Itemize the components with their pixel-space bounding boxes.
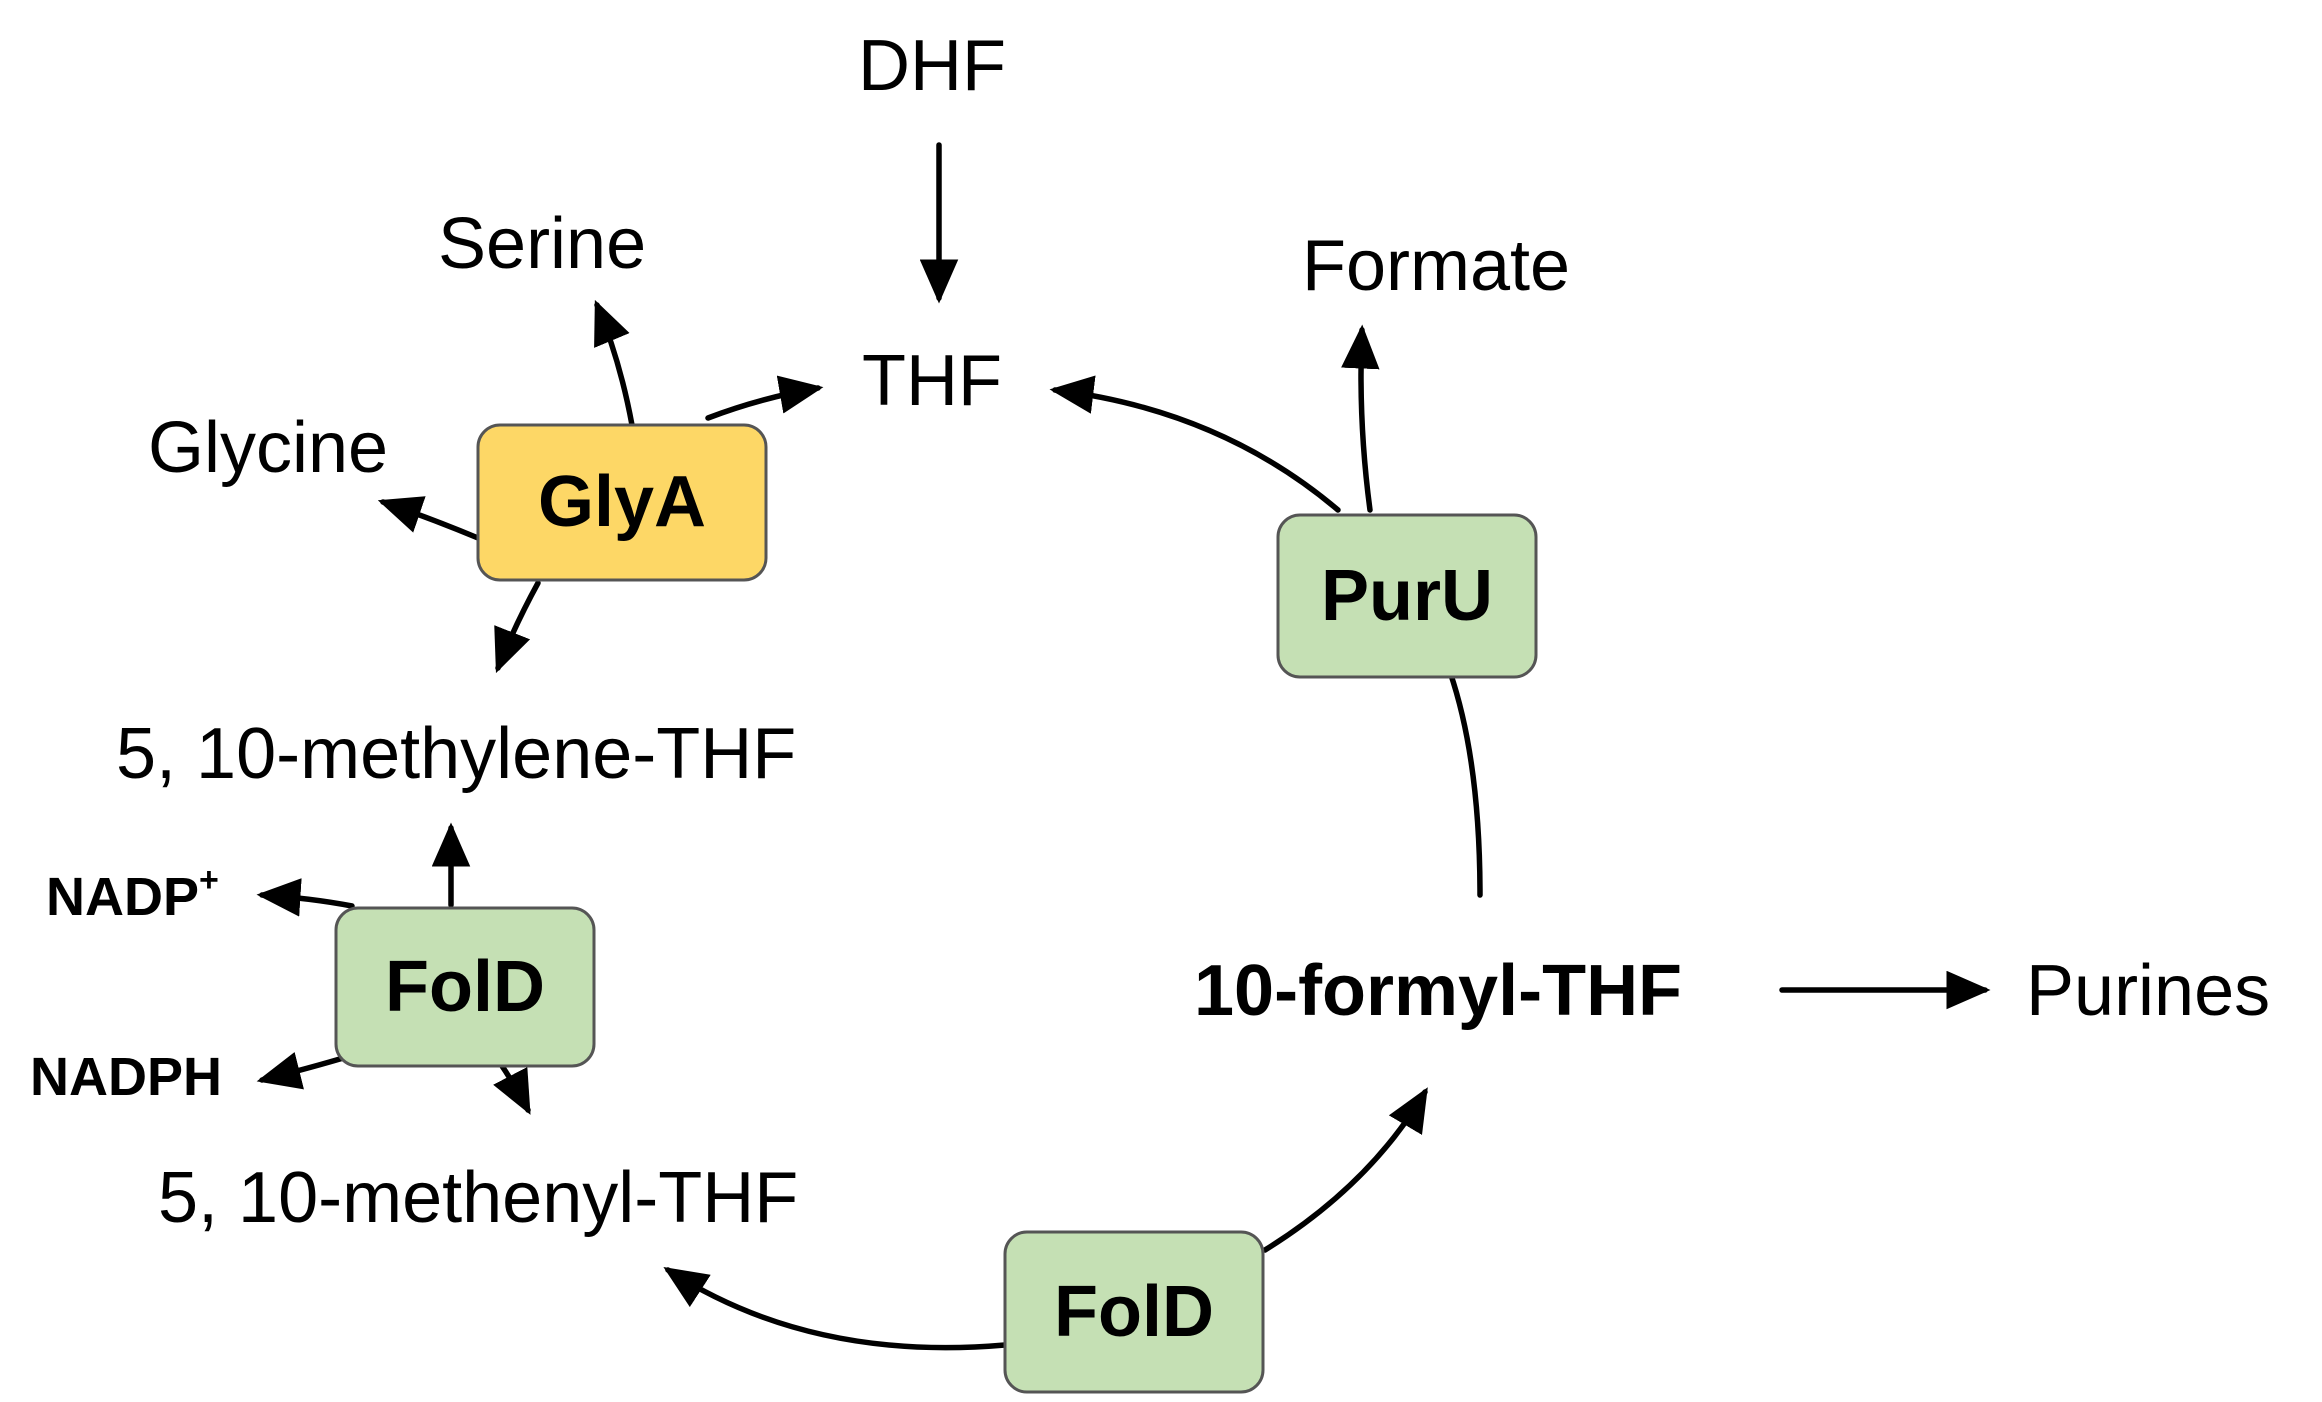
metabolite-glycine: Glycine bbox=[148, 408, 388, 488]
cofactor-nadph: NADPH bbox=[30, 1047, 222, 1107]
enzyme-fold-bottom: FolD bbox=[1003, 1230, 1265, 1394]
enzyme-fold-bottom-label: FolD bbox=[1054, 1272, 1214, 1352]
enzyme-fold-bottom-box bbox=[1003, 1230, 1265, 1394]
arrow-glya-to-glycine bbox=[377, 496, 481, 541]
cofactors: NADP+ NADPH bbox=[30, 861, 222, 1107]
metabolite-purines: Purines bbox=[2026, 951, 2270, 1031]
enzyme-glya-box bbox=[476, 423, 768, 582]
cofactor-nadp-plus: NADP+ bbox=[46, 861, 219, 927]
enzyme-glya-label: GlyA bbox=[538, 462, 706, 542]
enzyme-fold-top-box bbox=[334, 906, 596, 1068]
metabolite-methenyl-thf: 5, 10-methenyl-THF bbox=[158, 1158, 798, 1238]
arrow-fold-to-methenyl-thf bbox=[493, 1060, 531, 1115]
enzyme-puru: PurU bbox=[1276, 513, 1538, 679]
arrow-formyl-to-puru bbox=[1447, 669, 1483, 898]
metabolites: DHF Serine Formate THF Glycine 5, 10-met… bbox=[116, 26, 2270, 1238]
arrow-glya-to-methylene-thf bbox=[494, 580, 541, 674]
enzyme-puru-label: PurU bbox=[1321, 556, 1493, 636]
enzyme-fold-top-label: FolD bbox=[385, 947, 545, 1027]
arrow-puru-to-formate bbox=[1341, 324, 1380, 513]
cofactor-nadp-plus-superscript: + bbox=[199, 861, 219, 899]
arrow-fold-bottom-to-methenyl-thf bbox=[663, 1267, 1008, 1351]
arrow-glya-to-thf bbox=[705, 375, 824, 421]
arrow-fold-to-nadph bbox=[256, 1051, 353, 1090]
metabolite-thf: THF bbox=[862, 341, 1002, 421]
arrow-fold-to-nadp bbox=[256, 878, 355, 917]
arrow-glya-to-serine bbox=[594, 299, 635, 428]
metabolite-dhf: DHF bbox=[858, 26, 1006, 106]
enzyme-fold-top: FolD bbox=[334, 906, 596, 1068]
cofactor-nadp-plus-text: NADP bbox=[46, 867, 199, 927]
arrow-fold-bottom-to-formyl-thf bbox=[1262, 1087, 1428, 1253]
metabolite-methylene-thf: 5, 10-methylene-THF bbox=[116, 714, 796, 794]
arrows bbox=[256, 142, 1991, 1351]
arrow-puru-to-thf bbox=[1049, 375, 1341, 513]
metabolite-formyl-thf: 10-formyl-THF bbox=[1194, 951, 1682, 1031]
metabolite-formate: Formate bbox=[1302, 226, 1570, 306]
enzyme-puru-box bbox=[1276, 513, 1538, 679]
metabolite-serine: Serine bbox=[438, 204, 646, 284]
enzyme-glya: GlyA bbox=[476, 423, 768, 582]
